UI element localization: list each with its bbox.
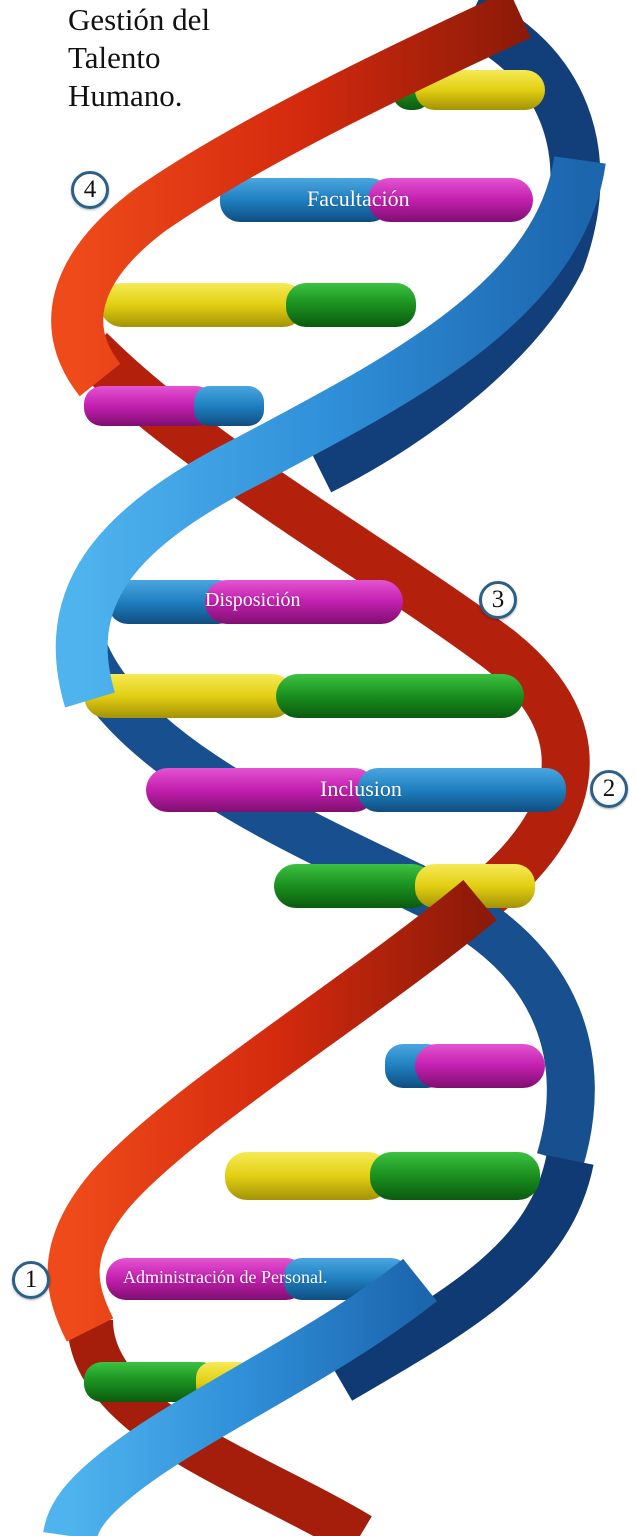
rung-2-magenta [368,178,533,222]
rung-7-blue [358,768,566,812]
rung-3-yellow [100,283,305,327]
rung-4-blue [194,386,264,426]
rung-4-magenta [84,386,214,426]
blue-strand-back-bottom [327,1154,594,1401]
rung-6-green [276,674,524,718]
rung-7-magenta [146,768,376,812]
blue-strand-front-middle [55,155,606,708]
rung-12-green [84,1362,219,1402]
title-line-1: Gestión del [68,2,211,37]
rung-1-yellow [415,70,545,110]
red-strand-back-middle [73,333,590,919]
rung-5-magenta [205,580,403,624]
rung-5-blue [108,580,238,624]
title-line-3: Humano. [68,78,183,113]
rung-10-green [370,1152,540,1200]
blue-strand-front-bottom [43,1258,437,1536]
label-facultacion: Facultación [307,186,410,211]
label-disposicion: Disposición [205,589,301,611]
rung-6-yellow [84,674,294,718]
red-strand-front-lower [47,880,497,1342]
label-inclusion: Inclusion [320,776,402,801]
title-line-2: Talento [68,40,161,75]
label-administracion: Administración de Personal. [123,1267,328,1287]
red-strand-front-top [51,0,531,397]
rung-8-green [274,864,434,908]
step-badge-2: 2 [590,770,628,808]
step-badge-4: 4 [71,171,109,209]
rung-11-magenta [106,1258,306,1300]
step-badge-1: 1 [12,1261,50,1299]
rung-2-blue [220,178,390,222]
rung-10-yellow [225,1152,390,1200]
step-badge-3: 3 [479,581,517,619]
rung-3-green [286,283,416,327]
rung-9-magenta [415,1044,545,1088]
